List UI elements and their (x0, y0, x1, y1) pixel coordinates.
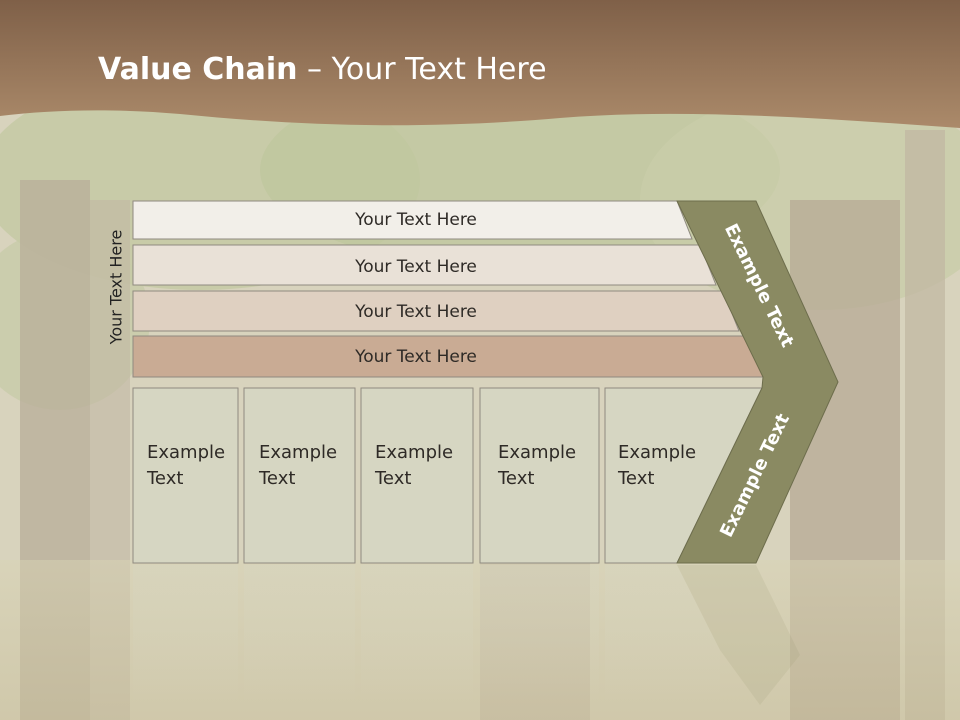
title-rest: – Your Text Here (297, 52, 547, 87)
column-label-line1: Example (375, 442, 454, 463)
column-label-line1: Example (498, 442, 577, 463)
column-box (479, 387, 600, 564)
header-band (0, 0, 960, 128)
column-box (360, 387, 474, 564)
column-label-line2: Text (618, 468, 655, 489)
slide-title: Value Chain – Your Text Here (98, 52, 547, 87)
row-label: Your Text Here (354, 302, 477, 322)
column-label-line1: Example (259, 442, 338, 463)
column-box (243, 387, 356, 564)
column-box (132, 387, 239, 564)
column-label-line2: Text (498, 468, 535, 489)
row-label: Your Text Here (354, 257, 477, 277)
row-bar (132, 290, 740, 332)
column-label-line1: Example (147, 442, 226, 463)
column-label-line2: Text (375, 468, 412, 489)
column-label-line2: Text (259, 468, 296, 489)
margin-chevron (676, 200, 839, 564)
column-label-line2: Text (147, 468, 184, 489)
title-bold: Value Chain (98, 52, 298, 87)
row-bar (132, 200, 693, 240)
row-label: Your Text Here (354, 210, 477, 230)
row-label: Your Text Here (354, 347, 477, 367)
column-label-line1: Example (618, 442, 697, 463)
row-bar (132, 244, 717, 286)
